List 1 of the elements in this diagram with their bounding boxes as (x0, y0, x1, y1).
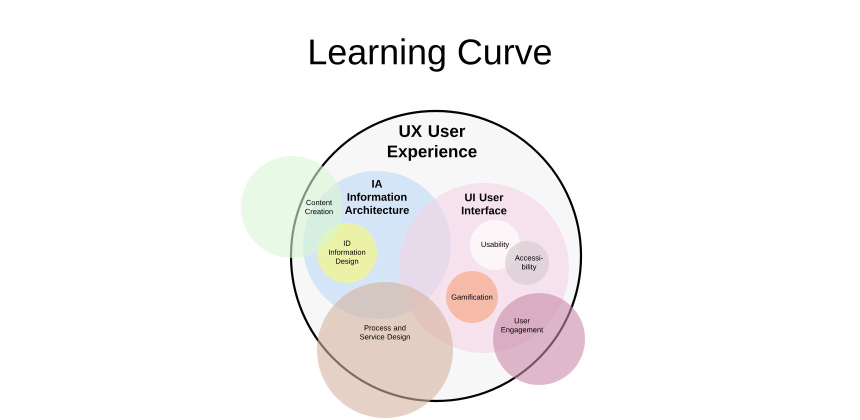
title: Learning Curve (310, 38, 551, 72)
